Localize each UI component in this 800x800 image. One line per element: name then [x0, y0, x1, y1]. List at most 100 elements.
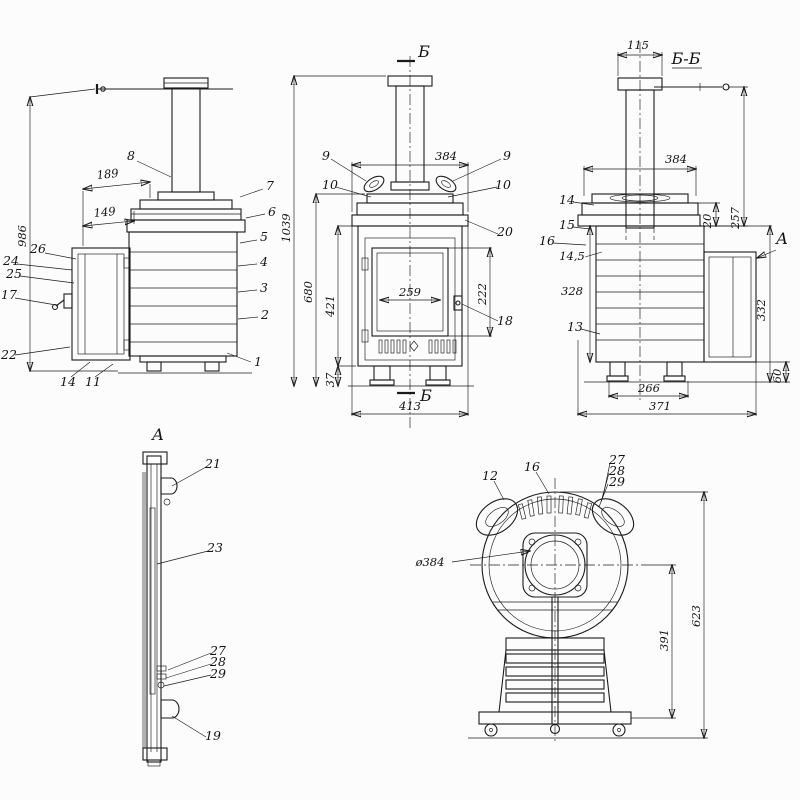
detail-a-title: А	[151, 425, 164, 444]
part-10-left: 10	[322, 177, 338, 192]
view-side-dimensions: 189 149 986	[15, 88, 150, 371]
part-22: 22	[0, 347, 17, 362]
top-plates-front	[351, 193, 469, 227]
part-19: 19	[205, 728, 221, 743]
door-edge-section	[142, 451, 180, 767]
part-11: 11	[85, 374, 101, 389]
view-side-left: 189 149 986 8 7 6 5 4 3 2 1 26 24 25 17 …	[0, 77, 276, 389]
chimney-front	[387, 75, 433, 191]
part-21: 21	[204, 456, 221, 471]
side-channel	[703, 251, 757, 363]
part-15-sec: 15	[559, 217, 575, 232]
part-7: 7	[266, 178, 274, 193]
front-body	[357, 225, 463, 367]
view-front-dimensions: 384 9 10 9 10 1039 680 421 37 259 222 20…	[279, 76, 513, 416]
dim-332: 332	[754, 299, 768, 321]
dim-259: 259	[398, 285, 421, 299]
fire-door	[51, 247, 131, 361]
part-8: 8	[127, 148, 135, 163]
top-plates	[126, 199, 246, 233]
lifting-handles	[363, 175, 457, 193]
part-13-sec: 13	[567, 319, 583, 334]
dim-384-front: 384	[435, 149, 457, 163]
dim-222: 222	[475, 283, 489, 306]
part-25: 25	[5, 266, 22, 281]
section-mark-bottom: Б	[397, 386, 432, 405]
dim-371: 371	[649, 399, 671, 413]
part-9-left: 9	[322, 148, 330, 163]
part-3: 3	[260, 280, 268, 295]
vent-slots	[378, 339, 457, 354]
view-arrow-a: А	[775, 229, 788, 248]
part-14: 14	[60, 374, 76, 389]
part-1: 1	[254, 354, 262, 369]
stove-body	[128, 231, 238, 357]
part-27-top: 27	[608, 452, 625, 467]
dim-37: 37	[323, 372, 337, 387]
dim-413: 413	[398, 399, 421, 413]
part-14-sec: 14	[559, 192, 575, 207]
dim-189: 189	[96, 166, 119, 182]
part-20: 20	[496, 224, 513, 239]
dim-391: 391	[657, 629, 671, 651]
view-front: Б Б	[279, 42, 513, 428]
top-plates-section	[577, 193, 701, 227]
part-12-top: 12	[482, 468, 498, 483]
dim-266: 266	[637, 381, 660, 395]
part-26: 26	[29, 241, 46, 256]
dim-115: 115	[627, 38, 649, 52]
dim-680: 680	[301, 281, 315, 303]
part-23: 23	[206, 540, 223, 555]
legs-section	[584, 361, 712, 383]
chimney-section	[617, 77, 730, 229]
dim-623: 623	[689, 605, 703, 627]
part-2: 2	[260, 307, 269, 322]
part-29-top: 29	[608, 474, 625, 489]
view-section-dimensions: 115 384 14 15 16 14,5 328 13 20 257 332	[539, 38, 790, 416]
dim-328: 328	[561, 284, 583, 298]
part-6: 6	[268, 204, 276, 219]
dim-60: 60	[770, 369, 784, 384]
part-27: 27	[209, 643, 226, 658]
part-17: 17	[1, 287, 17, 302]
part-16-top: 16	[524, 459, 540, 474]
part-28-top: 28	[608, 463, 625, 478]
section-letter-top: Б	[417, 42, 430, 61]
handle-right	[591, 498, 635, 536]
dim-257: 257	[728, 206, 742, 230]
part-10-right: 10	[495, 177, 511, 192]
part-16-sec: 16	[539, 233, 555, 248]
dim-14-5: 14,5	[559, 249, 585, 263]
part-9-right: 9	[503, 148, 511, 163]
dim-diameter-384: ø384	[415, 555, 445, 569]
front-legs	[348, 365, 474, 387]
detail-a-labels: 21 23 27 28 29 19	[156, 456, 226, 743]
dim-384-section: 384	[665, 152, 687, 166]
dim-1039: 1039	[279, 213, 293, 242]
part-29: 29	[209, 666, 226, 681]
stand	[468, 637, 644, 739]
section-mark-top: Б	[397, 42, 430, 63]
chimney	[157, 77, 215, 201]
part-5: 5	[260, 229, 268, 244]
hub-plate	[522, 532, 588, 598]
dim-986: 986	[15, 225, 29, 247]
damper-rod	[95, 84, 233, 94]
legs	[118, 355, 252, 374]
vent-slots-top	[517, 495, 593, 520]
view-detail-a: А 21 23 27 28 29 19	[142, 425, 226, 767]
part-18: 18	[497, 313, 513, 328]
dim-149: 149	[93, 204, 116, 220]
body-section	[595, 225, 705, 363]
view-side-part-labels: 8 7 6 5 4 3 2 1 26 24 25 17 22 14 11	[0, 148, 276, 389]
handle-left	[475, 498, 519, 536]
front-edge-chords	[493, 601, 617, 611]
section-title: Б-Б	[671, 49, 701, 68]
dim-421: 421	[323, 295, 337, 318]
part-28: 28	[209, 654, 226, 669]
section-letter-bottom: Б	[419, 386, 432, 405]
dim-20: 20	[700, 214, 714, 230]
part-4: 4	[259, 254, 268, 269]
part-24: 24	[2, 253, 19, 268]
